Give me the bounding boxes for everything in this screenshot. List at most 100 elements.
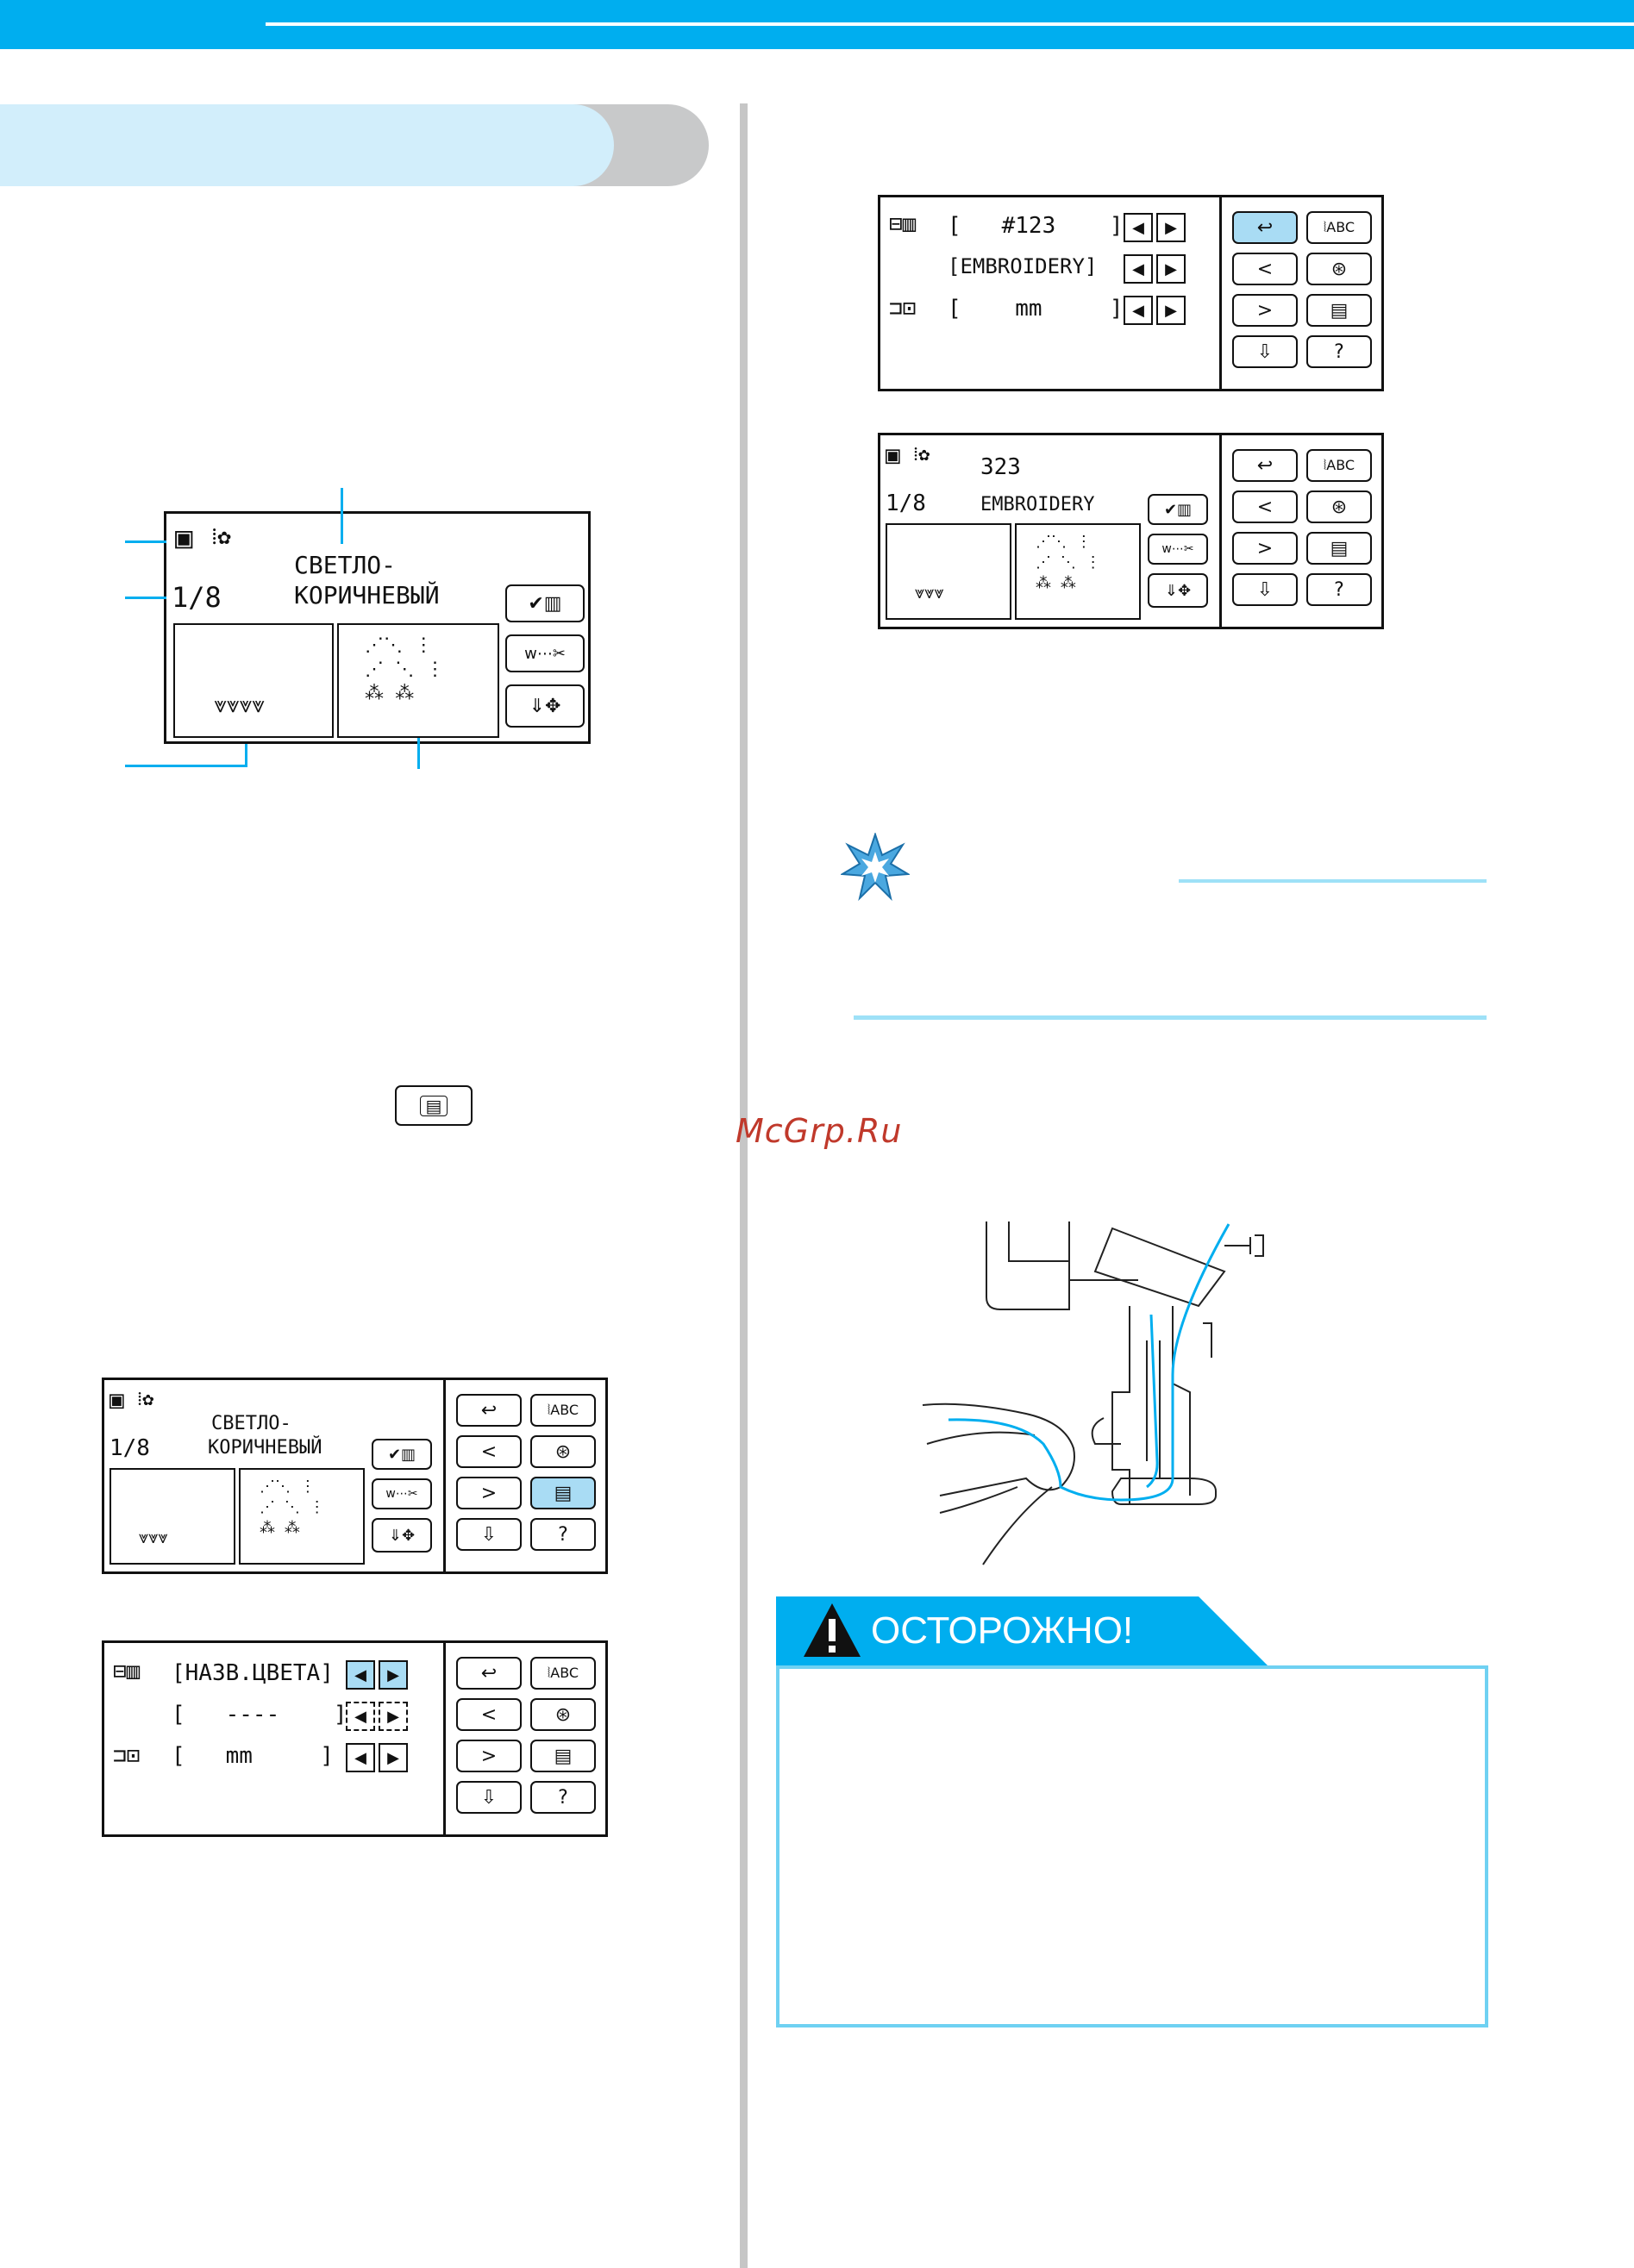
thread-color-preview: ⩔⩔⩔ [110,1468,235,1565]
embroidery-button[interactable]: ⊛ [1306,490,1372,523]
stitch-abc-button[interactable]: ⦚ABC [530,1657,596,1690]
lcd-screen-bottom-left: ▣ ⁞✿ 1/8 СВЕТЛО- КОРИЧНЕВЫЙ ✔▥ ᴡ⋯✂ ⇓✥ ⩔⩔… [102,1378,608,1574]
page-icon: ▤ [419,1095,448,1116]
help-button[interactable]: ? [530,1781,596,1814]
prev-button[interactable]: < [456,1435,522,1468]
thread-check-button[interactable]: ✔▥ [372,1439,432,1470]
stitch-abc-button[interactable]: ⦚ABC [1306,449,1372,482]
field3-left-arrow[interactable]: ◀ [1124,296,1153,325]
pattern-dots-icon: ⋰⋱ ⋮⋰ ⋱ ⋮⁂ ⁂ [260,1478,325,1537]
field3-right-arrow[interactable]: ▶ [379,1743,408,1772]
field1-right-arrow[interactable]: ▶ [379,1660,408,1690]
field1-value: [ #123 ] [948,213,1124,239]
field3-right-arrow[interactable]: ▶ [1156,296,1186,325]
section-heading-bar [0,104,614,186]
field2-left-arrow[interactable]: ◀ [346,1702,375,1731]
pattern-number: 323 [980,454,1021,480]
panel-divider [443,1643,446,1834]
field2-left-arrow[interactable]: ◀ [1124,254,1153,284]
next-button[interactable]: > [456,1740,522,1772]
move-pattern-button[interactable]: ⇓✥ [505,684,585,728]
prev-button[interactable]: < [456,1698,522,1731]
page-counter: 1/8 [886,490,926,516]
field3-left-arrow[interactable]: ◀ [346,1743,375,1772]
setting-page-button[interactable]: ▤ [395,1085,473,1126]
pattern-preview: ⋰⋱ ⋮⋰ ⋱ ⋮⁂ ⁂ [337,623,499,738]
field1-left-arrow[interactable]: ◀ [346,1660,375,1690]
embroidery-motif-icon: ⩔⩔⩔ [139,1527,168,1547]
next-button[interactable]: > [456,1477,522,1509]
field2-right-arrow[interactable]: ▶ [1156,254,1186,284]
spool-list-icon: ⊟▥ [889,211,917,237]
setting-page-button[interactable]: ▤ [530,1740,596,1772]
help-button[interactable]: ? [530,1518,596,1551]
ruler-icon: ⊐⊡ [113,1743,141,1769]
lcd-screen-main: ▣ ⁞✿ 1/8 СВЕТЛО- КОРИЧНЕВЫЙ ✔▥ ᴡ⋯✂ ⇓✥ ⩔⩔… [164,511,591,744]
stitch-cut-button[interactable]: ᴡ⋯✂ [372,1478,432,1509]
thread-color-preview: ⩔⩔⩔ [886,523,1011,620]
bobbin-icon: ⁞✿ [137,1389,154,1410]
thread-check-button[interactable]: ✔▥ [505,584,585,622]
panel-divider [443,1380,446,1571]
back-button[interactable]: ↩ [1232,211,1298,244]
leader-line-pattern-preview [417,738,420,769]
stitch-cut-button[interactable]: ᴡ⋯✂ [1148,534,1208,565]
pattern-preview: ⋰⋱ ⋮⋰ ⋱ ⋮⁂ ⁂ [1015,523,1141,620]
color-name-line1: СВЕТЛО- [294,551,397,579]
lcd-screen-top-right: ⊟▥ [ #123 ] ◀ ▶ [EMBROIDERY] ◀ ▶ ⊐⊡ [ mm… [878,195,1384,391]
column-divider [740,103,748,2268]
color-name-line1: СВЕТЛО- [211,1413,291,1434]
save-button[interactable]: ⇩ [1232,335,1298,368]
caution-box [776,1665,1488,2027]
prev-button[interactable]: < [1232,490,1298,523]
stitch-abc-button[interactable]: ⦚ABC [530,1394,596,1427]
embroidery-button[interactable]: ⊛ [1306,253,1372,285]
presser-foot-illustration [914,1220,1328,1573]
field2-value: [EMBROIDERY] [948,254,1098,278]
leader-line-icon [125,540,166,543]
field2-right-arrow[interactable]: ▶ [379,1702,408,1731]
move-pattern-button[interactable]: ⇓✥ [372,1518,432,1553]
thread-spool-icon: ▣ [110,1385,124,1414]
setting-page-button[interactable]: ▤ [530,1477,596,1509]
back-button[interactable]: ↩ [456,1394,522,1427]
page-counter: 1/8 [172,581,222,614]
color-name-line2: КОРИЧНЕВЫЙ [208,1437,322,1459]
move-pattern-button[interactable]: ⇓✥ [1148,573,1208,608]
thread-color-preview: ⩔⩔⩔⩔ [173,623,334,738]
help-button[interactable]: ? [1306,335,1372,368]
save-button[interactable]: ⇩ [456,1781,522,1814]
prev-button[interactable]: < [1232,253,1298,285]
ruler-icon: ⊐⊡ [889,296,917,322]
spool-list-icon: ⊟▥ [113,1659,141,1684]
panel-divider [1219,197,1222,389]
leader-line-color-name [341,488,343,544]
embroidery-button[interactable]: ⊛ [530,1435,596,1468]
field3-value: [ mm ] [948,296,1124,322]
back-button[interactable]: ↩ [1232,449,1298,482]
setting-page-button[interactable]: ▤ [1306,294,1372,327]
caution-title: ОСТОРОЖНО! [871,1609,1134,1652]
setting-page-button[interactable]: ▤ [1306,532,1372,565]
field1-left-arrow[interactable]: ◀ [1124,213,1153,242]
field1-value: [НАЗВ.ЦВЕТА] [172,1660,334,1686]
back-button[interactable]: ↩ [456,1657,522,1690]
pattern-dots-icon: ⋰⋱ ⋮⋰ ⋱ ⋮⁂ ⁂ [365,634,445,704]
pattern-dots-icon: ⋰⋱ ⋮⋰ ⋱ ⋮⁂ ⁂ [1036,533,1101,592]
leader-line-thread-preview-v [245,744,247,766]
next-button[interactable]: > [1232,532,1298,565]
next-button[interactable]: > [1232,294,1298,327]
thread-check-button[interactable]: ✔▥ [1148,494,1208,525]
stitch-abc-button[interactable]: ⦚ABC [1306,211,1372,244]
lcd-screen-right-second: ▣ ⁞✿ 323 1/8 EMBROIDERY ✔▥ ᴡ⋯✂ ⇓✥ ⩔⩔⩔ ⋰⋱… [878,433,1384,629]
thread-spool-icon: ▣ [175,521,193,555]
embroidery-button[interactable]: ⊛ [530,1698,596,1731]
save-button[interactable]: ⇩ [1232,573,1298,606]
stitch-cut-button[interactable]: ᴡ⋯✂ [505,634,585,672]
field1-right-arrow[interactable]: ▶ [1156,213,1186,242]
warning-triangle-icon [802,1602,862,1659]
color-name-line2: КОРИЧНЕВЫЙ [294,581,440,609]
help-button[interactable]: ? [1306,573,1372,606]
save-button[interactable]: ⇩ [456,1518,522,1551]
bobbin-icon: ⁞✿ [913,444,930,465]
